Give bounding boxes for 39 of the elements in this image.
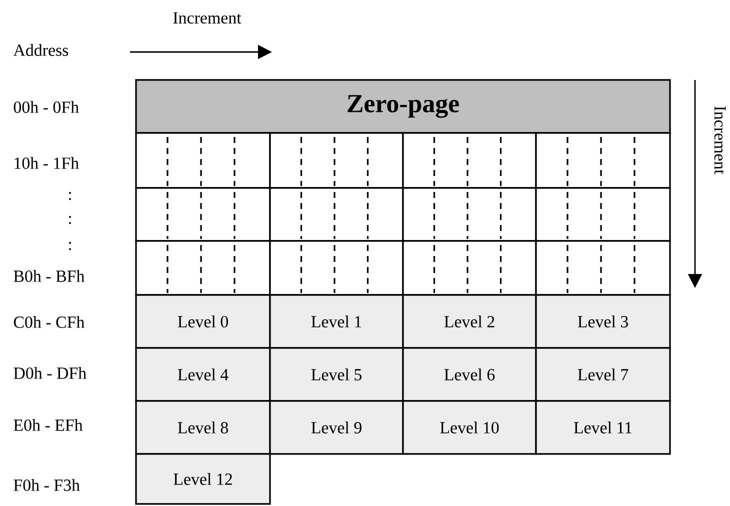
level-box: Level 3 <box>535 294 671 349</box>
address-heading: Address <box>13 44 68 56</box>
level-box: Level 9 <box>269 400 404 455</box>
address-range: C0h - CFh <box>14 316 84 328</box>
memory-cell <box>269 132 404 189</box>
memory-cell <box>135 240 271 296</box>
level-box: Level 11 <box>535 400 671 455</box>
memory-cell <box>535 187 671 242</box>
level-box: Level 6 <box>402 347 537 402</box>
memory-cell <box>535 132 671 189</box>
memory-cell <box>402 132 537 189</box>
level-box: Level 7 <box>535 347 671 402</box>
level-box: Level 8 <box>135 400 271 455</box>
ellipsis-dot: : <box>69 242 71 250</box>
ellipsis-dot: : <box>69 192 71 200</box>
level-box: Level 12 <box>135 453 271 505</box>
memory-cell <box>135 132 271 189</box>
memory-cell <box>135 187 271 242</box>
address-range: E0h - EFh <box>14 419 83 431</box>
address-range: B0h - BFh <box>14 270 84 282</box>
increment-label: Increment <box>714 106 726 174</box>
increment-label: Increment <box>173 12 242 24</box>
level-box: Level 5 <box>269 347 404 402</box>
address-range: 10h - 1Fh <box>14 157 79 169</box>
level-box: Level 1 <box>269 294 404 349</box>
address-range: D0h - DFh <box>14 367 86 379</box>
memory-cell <box>402 240 537 296</box>
level-box: Level 4 <box>135 347 271 402</box>
address-range: 00h - 0Fh <box>14 101 79 113</box>
address-range: F0h - F3h <box>14 479 80 491</box>
level-box: Level 10 <box>402 400 537 455</box>
memory-cell <box>402 187 537 242</box>
level-box: Level 2 <box>402 294 537 349</box>
level-box: Level 0 <box>135 294 271 349</box>
ellipsis-dot: : <box>69 216 71 224</box>
memory-cell <box>269 240 404 296</box>
memory-cell <box>269 187 404 242</box>
memory-cell <box>535 240 671 296</box>
zero-page-band: Zero-page <box>135 79 671 134</box>
